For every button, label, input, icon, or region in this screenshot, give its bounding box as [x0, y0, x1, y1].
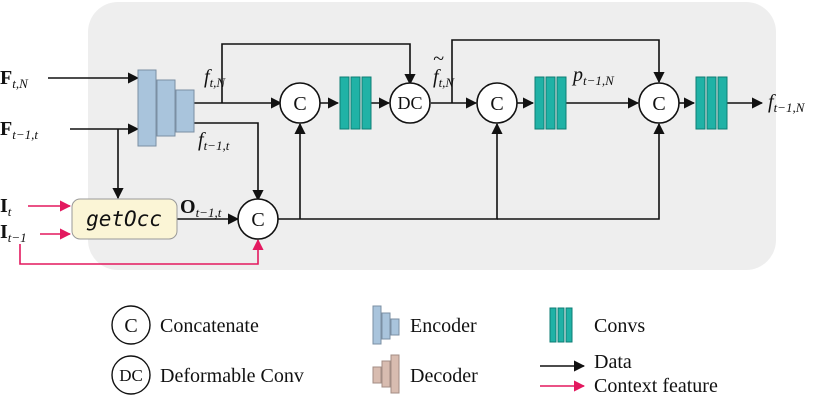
- arrow-ft1t-to-c0: [194, 122, 264, 202]
- legend-data-label: Data: [594, 351, 632, 373]
- concat-node-0-label: C: [251, 209, 264, 231]
- encoder-layer-2: [156, 79, 176, 137]
- legend-encoder-icon: [372, 305, 400, 345]
- legend-decoder-icon: [372, 354, 400, 394]
- concat-node-3-label: C: [652, 93, 665, 115]
- concat-node-2: C: [476, 82, 518, 124]
- label-I-t1: It−1: [0, 221, 27, 245]
- convs-block-2: [534, 76, 567, 130]
- module-panel: [88, 2, 776, 270]
- data-arrows: [48, 39, 764, 225]
- legend: C Concatenate DC Deformable Conv Encoder…: [111, 305, 718, 397]
- legend-context-feature: Context feature: [540, 375, 718, 397]
- arrow-ftilde-skip-to-c3: [451, 39, 665, 103]
- legend-convs-label: Convs: [594, 315, 645, 337]
- legend-decoder: Decoder: [372, 354, 478, 394]
- concat-node-0: C: [237, 198, 279, 240]
- label-O-t1t: Ot−1,t: [180, 196, 222, 220]
- convs-block-1: [339, 76, 372, 130]
- encoder-layer-3: [175, 89, 195, 133]
- label-ftilde-accent: ~: [433, 48, 444, 70]
- label-ftilde-tN: ft,N: [433, 66, 455, 90]
- legend-concatenate: C Concatenate: [111, 305, 259, 345]
- legend-deform-symbol: DC: [119, 366, 143, 385]
- concat-node-3: C: [638, 82, 680, 124]
- arrow-ftN-skip-to-dc: [221, 43, 416, 103]
- encoder-layer-1: [137, 69, 157, 147]
- deform-conv-node-label: DC: [397, 93, 422, 113]
- legend-convs-icon: [549, 307, 573, 343]
- encoder-block: [137, 69, 195, 147]
- concat-node-1: C: [279, 82, 321, 124]
- arrow-c0-to-c3: [497, 122, 665, 220]
- label-I-t: It: [0, 195, 12, 219]
- legend-encoder: Encoder: [372, 305, 477, 345]
- label-p-t1N: pt−1,N: [571, 64, 615, 88]
- legend-decoder-label: Decoder: [410, 365, 478, 387]
- legend-concat-symbol: C: [124, 315, 137, 337]
- legend-convs: Convs: [549, 307, 645, 343]
- concat-node-1-label: C: [293, 93, 306, 115]
- label-output-f-t1N: ft−1,N: [768, 91, 806, 115]
- legend-encoder-label: Encoder: [410, 315, 477, 337]
- label-F-t1t: Ft−1,t: [0, 118, 38, 142]
- label-F-tN: Ft,N: [0, 67, 29, 91]
- deform-conv-node: DC: [389, 82, 431, 124]
- legend-deformable-conv: DC Deformable Conv: [111, 355, 304, 395]
- label-f-t1t: ft−1,t: [198, 129, 230, 153]
- context-arrows: [19, 200, 264, 265]
- label-f-tN: ft,N: [204, 66, 226, 90]
- getocc-label: getOcc: [86, 207, 162, 231]
- getocc-block: getOcc: [71, 198, 178, 240]
- legend-concatenate-label: Concatenate: [160, 315, 259, 337]
- legend-context-feature-label: Context feature: [594, 375, 718, 397]
- legend-data: Data: [540, 351, 632, 373]
- legend-deformable-conv-label: Deformable Conv: [160, 365, 304, 387]
- arrow-It1-to-c0: [19, 238, 264, 265]
- convs-block-3: [695, 76, 728, 130]
- concat-node-2-label: C: [490, 93, 503, 115]
